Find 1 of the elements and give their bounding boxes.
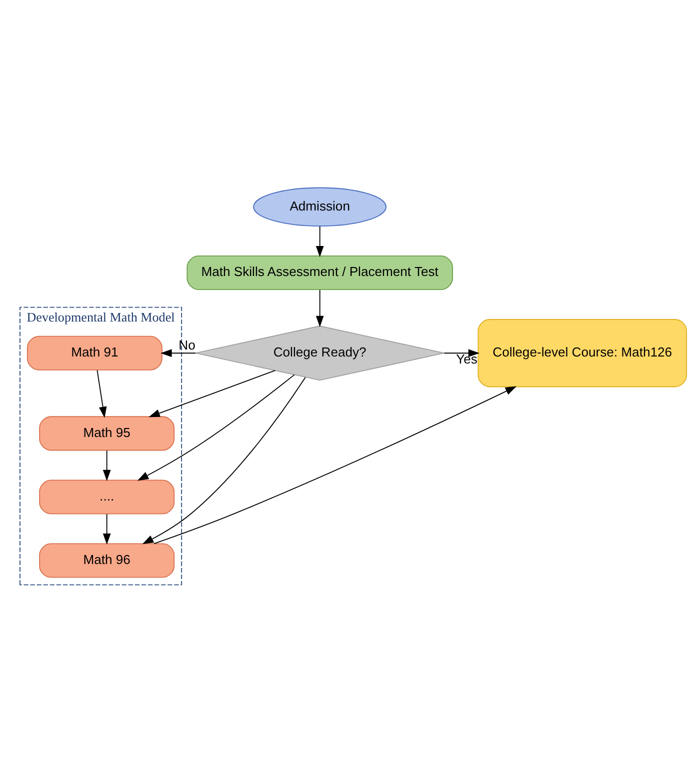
- edge-label: Yes: [456, 351, 478, 366]
